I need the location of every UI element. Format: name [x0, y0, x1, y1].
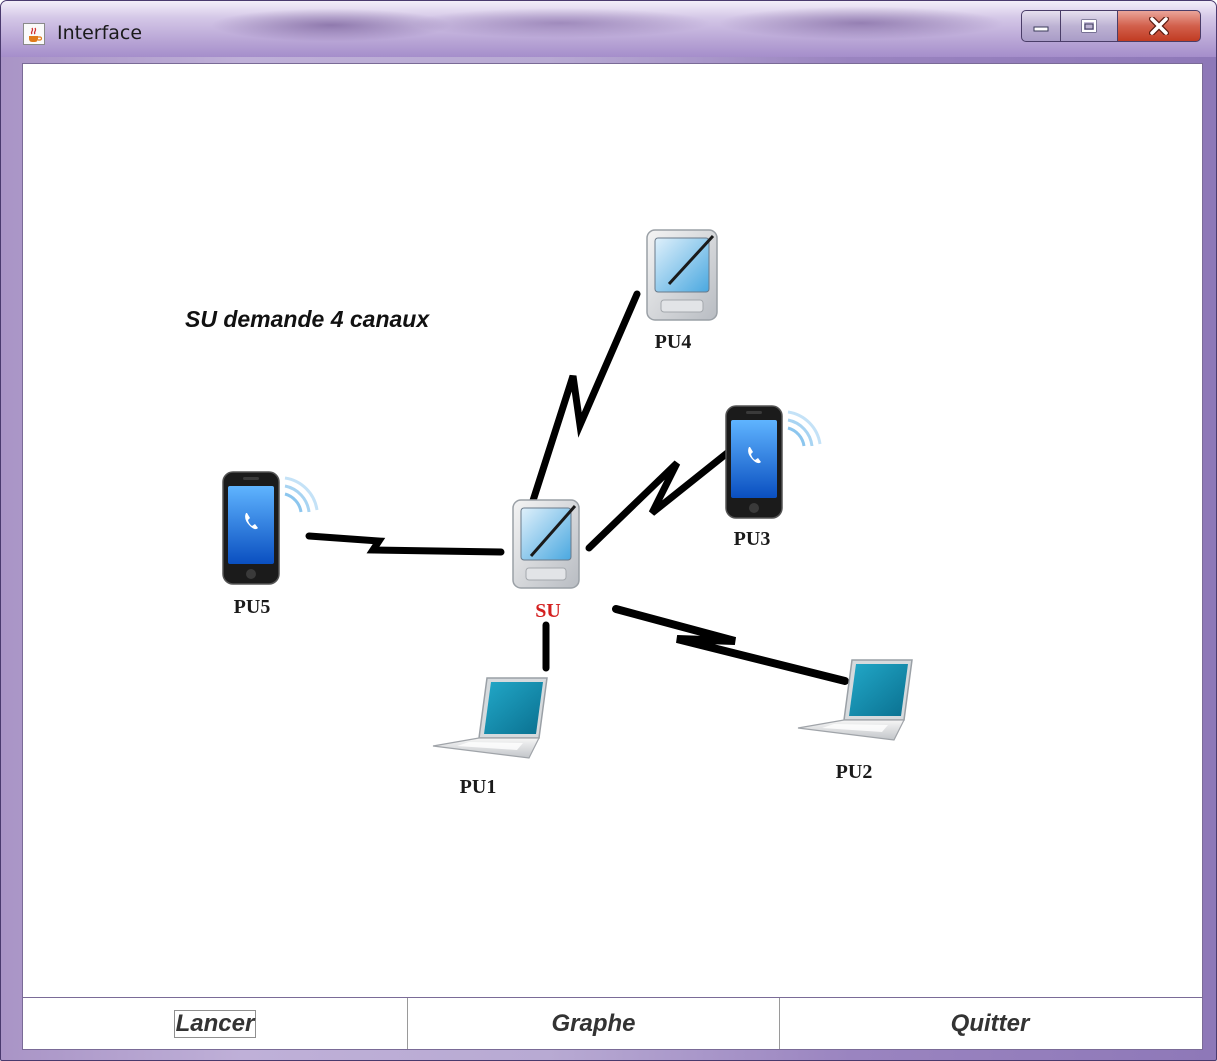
node-pu4: PU4	[646, 229, 718, 353]
button-bar: Lancer Graphe Quitter	[22, 997, 1203, 1050]
node-pu1: PU1	[432, 677, 548, 798]
node-pu2: PU2	[797, 659, 913, 783]
smartphone-icon	[222, 471, 319, 585]
close-icon	[1149, 17, 1169, 35]
status-message: SU demande 4 canaux	[185, 306, 430, 332]
window-title: Interface	[57, 22, 143, 44]
quitter-button[interactable]: Quitter	[780, 998, 1200, 1049]
graphe-button-label: Graphe	[551, 1009, 636, 1037]
node-label-pu5: PU5	[234, 596, 271, 618]
network-panel: PU4 SU	[22, 63, 1203, 998]
node-pu3: PU3	[725, 405, 822, 550]
node-label-pu4: PU4	[655, 331, 692, 353]
maximize-icon	[1081, 19, 1097, 33]
node-pu5: PU5	[222, 471, 319, 618]
node-label-pu3: PU3	[734, 528, 771, 550]
pda-icon	[646, 229, 718, 321]
lancer-button-label: Lancer	[173, 1009, 257, 1038]
node-label-pu2: PU2	[836, 761, 873, 783]
graphe-button[interactable]: Graphe	[408, 998, 780, 1049]
lancer-button[interactable]: Lancer	[23, 998, 408, 1049]
minimize-button[interactable]	[1021, 10, 1061, 42]
link-su-pu4	[526, 290, 641, 514]
java-cup-icon	[23, 23, 45, 45]
quitter-button-label: Quitter	[950, 1009, 1030, 1037]
link-su-pu3	[585, 446, 735, 552]
close-button[interactable]	[1117, 10, 1201, 42]
smartphone-icon	[725, 405, 822, 519]
node-label-su: SU	[535, 600, 561, 622]
node-su: SU	[512, 499, 580, 622]
minimize-icon	[1033, 26, 1049, 32]
node-label-pu1: PU1	[460, 776, 497, 798]
network-links	[305, 290, 849, 685]
network-diagram: PU4 SU	[222, 229, 913, 798]
laptop-icon	[432, 677, 548, 759]
laptop-icon	[797, 659, 913, 741]
pda-icon	[512, 499, 580, 589]
link-su-pu5	[305, 532, 505, 556]
title-bar[interactable]: Interface	[1, 1, 1216, 57]
link-su-pu2	[612, 605, 849, 685]
maximize-button[interactable]	[1060, 10, 1118, 42]
